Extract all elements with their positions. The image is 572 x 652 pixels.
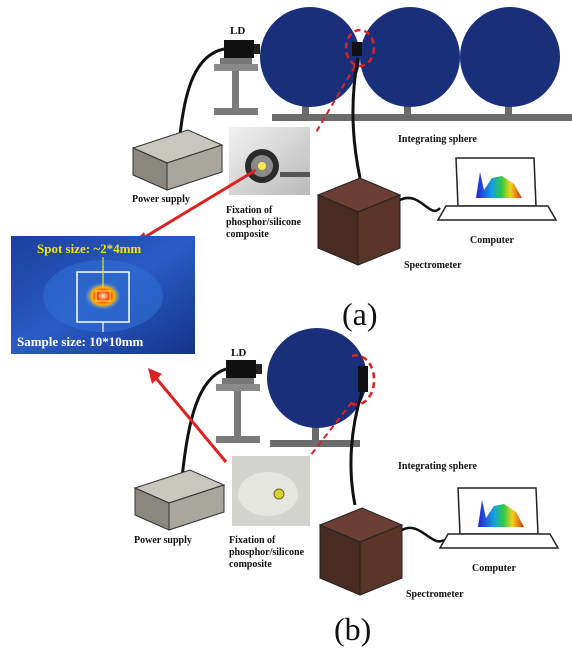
spectrum-plot [478,500,524,527]
laser-diode-tip [254,44,260,54]
ld-stand-post [232,71,239,111]
spectrum-plot [476,172,522,198]
ld-stand-top [222,378,254,384]
laser-diode [226,360,256,378]
ld-stand-base [216,436,260,443]
zoom-arrow-a [139,168,257,242]
power-supply-label: Power supply [134,535,192,546]
fiber-cable [349,391,364,506]
phosphor-sample [258,162,266,170]
sample-port-highlight [351,354,376,406]
fixation-label-3: composite [229,559,272,570]
spectrometer-side [359,524,403,596]
ld-label: LD [231,347,246,359]
zoom-dashed-line [314,65,356,135]
ld-stand-base [214,108,258,115]
sphere-rail [270,440,360,447]
sample-holder [358,366,368,392]
laptop-base [436,205,558,221]
laser-spot [85,282,121,310]
integrating-sphere-label: Integrating sphere [398,461,478,472]
computer-label: Computer [470,235,514,246]
ld-stand-post [234,391,241,439]
computer-label: Computer [472,563,516,574]
panel-b: LD Power supply Fixation of phosphor/sil… [133,328,560,647]
fixation-label-2: phosphor/silicone [229,547,305,558]
fixation-rod [280,172,310,177]
laptop-base [438,533,560,549]
phosphor-sample [273,488,285,500]
power-supply-side [166,144,223,191]
laser-diode-tip [256,364,262,374]
zoom-arrow-b [154,377,228,463]
fixation-label-1: Fixation of [229,535,276,546]
spectrometer-label: Spectrometer [406,589,464,600]
integrating-sphere [260,7,360,107]
ld-stand-plate [216,384,260,391]
ld-stand-plate [214,64,258,71]
power-cable [178,47,225,136]
spectrometer-side [357,194,401,266]
fixation-label-1: Fixation of [226,205,273,216]
spot-marker [95,290,111,302]
sphere-rail [272,114,572,121]
panel-a: LD Power supply Fixation of phosphor/sil… [130,7,572,332]
caption-a: (a) [342,296,378,332]
integrating-sphere [360,7,460,107]
fiber-cable [351,57,362,179]
power-cable [180,367,227,479]
fixation-label-2: phosphor/silicone [226,217,302,228]
ld-stand-top [220,58,252,64]
fixation-plate [238,472,298,516]
integrating-sphere-label: Integrating sphere [398,134,478,145]
integrating-sphere [460,7,560,107]
data-cable [399,196,441,212]
integrating-sphere [267,328,367,428]
laser-diode [224,40,254,58]
beam-spot-inset: Spot size: ~2*4mm Sample size: 10*10mm [11,236,195,354]
zoom-dashed-line [309,401,353,457]
sphere-post [312,418,319,442]
zoom-arrowhead-b [148,368,162,384]
sample-port-highlight [344,28,376,68]
caption-b: (b) [334,611,371,647]
ld-label: LD [230,25,245,37]
spectrometer-label: Spectrometer [404,260,462,271]
data-cable [401,526,445,543]
fixation-label-3: composite [226,229,269,240]
spot-size-label: Spot size: ~2*4mm [37,241,141,256]
power-supply-side [168,484,225,531]
power-supply-label: Power supply [132,194,190,205]
sample-holder [352,42,362,56]
sample-size-label: Sample size: 10*10mm [17,334,144,349]
